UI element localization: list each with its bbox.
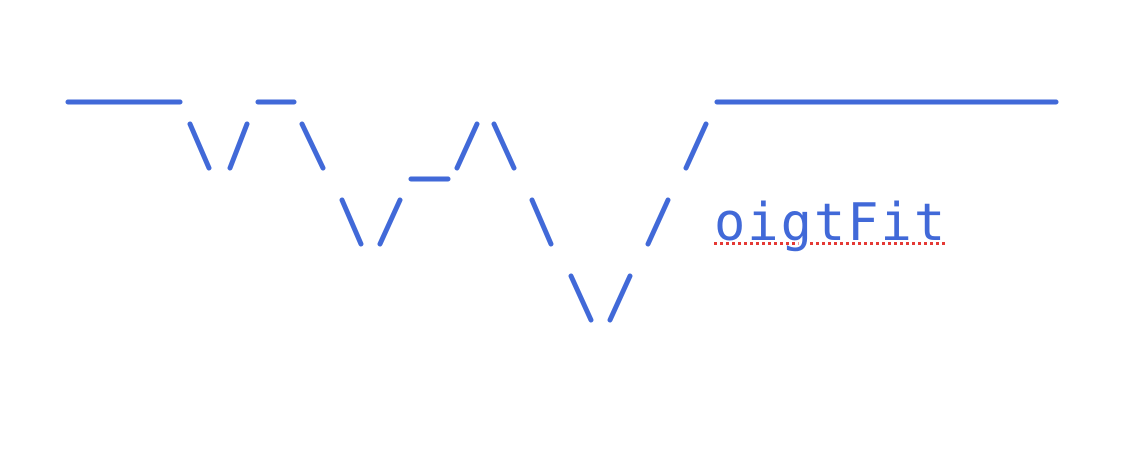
logo-stroke-group <box>65 99 1059 323</box>
stroke-v1-left <box>187 121 212 171</box>
stroke-v3-right <box>607 273 633 323</box>
stroke-peak-left <box>454 121 480 171</box>
stroke-peak-right <box>491 121 517 171</box>
logo-wordmark: oigtFit <box>714 193 948 253</box>
stroke-descent-1 <box>299 121 326 171</box>
stroke-v1-right <box>227 121 250 171</box>
stroke-ascent-2 <box>683 121 709 171</box>
stroke-descent-2 <box>529 197 554 247</box>
stroke-v2-left <box>339 197 364 247</box>
stroke-v3-left <box>568 273 594 323</box>
stroke-v2-right <box>377 197 403 247</box>
stroke-ascent-1 <box>645 197 671 247</box>
